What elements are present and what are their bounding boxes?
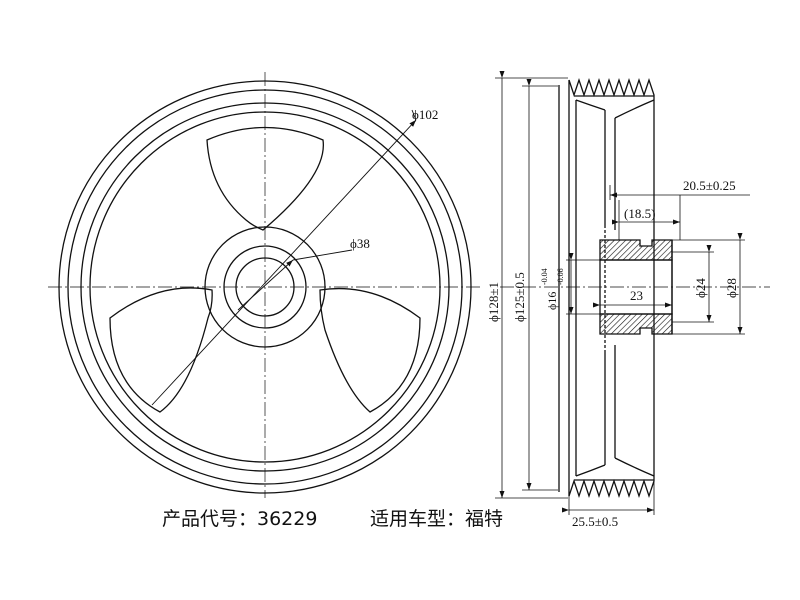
hub-bore-circle [235,257,295,317]
label-phi125: ϕ125±0.5 [512,272,527,322]
spoke-window-top [206,126,324,231]
spoke-window-right [319,287,421,413]
hub-middle-circle [223,245,307,329]
dim-phi38 [237,249,353,311]
hub-outer-circle [204,226,326,348]
rim-inner-circle [89,111,441,463]
front-centerlines [48,72,482,498]
side-dimensions [495,71,750,515]
rim-circle-2 [67,89,463,485]
rim-outer-circle [58,80,472,494]
hub-section-top [599,239,673,261]
label-phi16-tol-upper: -0.04 [540,268,549,285]
side-view [495,71,770,515]
label-23: 23 [630,288,643,303]
label-phi24: ϕ24 [693,278,708,298]
product-code-caption: 产品代号：36229 [162,508,318,530]
label-phi16: ϕ16 [545,292,559,310]
label-phi102: ϕ102 [412,107,438,122]
hub-section-bottom [599,313,673,335]
label-phi128: ϕ128±1 [486,282,501,322]
grooves-bottom [568,476,655,499]
rim-circle-3 [80,102,450,472]
grooves-top [568,77,655,100]
dim-phi102 [151,109,417,406]
label-18-5: (18.5) [624,206,655,221]
front-view [48,72,482,498]
label-phi16-tol-lower: -0.06 [556,268,565,285]
label-25-5: 25.5±0.5 [572,514,618,529]
label-phi38: ϕ38 [350,236,370,251]
spoke-window-left [109,287,213,413]
label-phi28: ϕ28 [724,278,739,298]
label-20-5: 20.5±0.25 [683,178,736,193]
vehicle-caption: 适用车型：福特 [370,508,504,530]
